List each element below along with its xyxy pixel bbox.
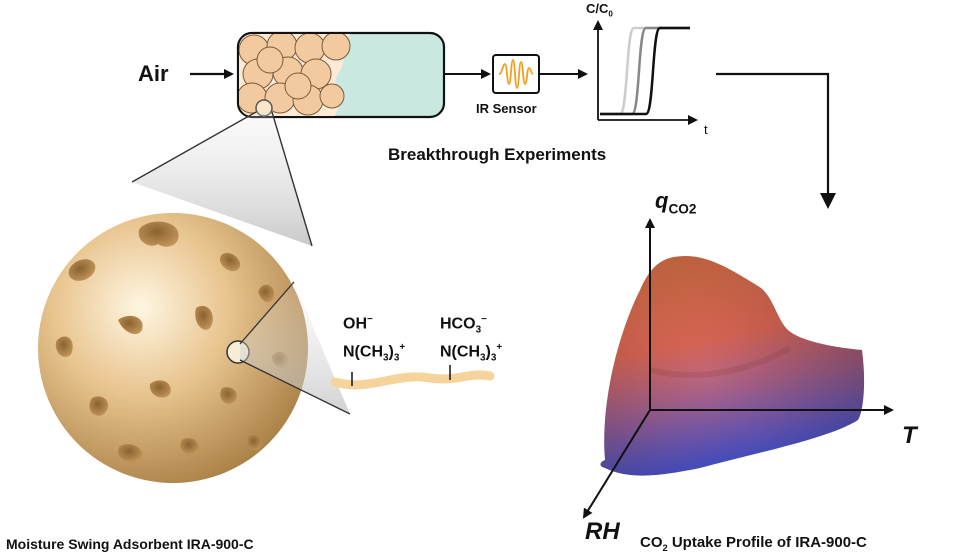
hco3-label: HCO3− xyxy=(440,314,487,336)
rh-axis-label: RH xyxy=(585,518,620,545)
zoom-cone xyxy=(131,111,313,247)
curve-light xyxy=(600,26,690,116)
bottom-right-caption: CO2 Uptake Profile of IRA-900-C xyxy=(640,534,867,553)
uptake-surface-plot xyxy=(582,218,894,519)
oh-label: OH− xyxy=(343,314,373,333)
air-label: Air xyxy=(138,61,169,86)
polymer-chain xyxy=(330,365,495,390)
curve-mid xyxy=(600,26,690,116)
breakthrough-plot xyxy=(593,20,698,125)
t-axis-label: T xyxy=(902,422,917,449)
packed-beads xyxy=(239,34,351,116)
surface-zoom-cone xyxy=(239,281,351,415)
adsorption-column xyxy=(236,31,446,119)
plot-y-axis-label: C/C0 xyxy=(586,1,613,19)
curve-dark xyxy=(600,26,690,116)
to-uptake-plot-arrow xyxy=(716,72,836,209)
bottom-left-caption: Moisture Swing Adsorbent IRA-900-C xyxy=(6,536,254,552)
adsorbent-sphere xyxy=(38,213,308,483)
breakthrough-title: Breakthrough Experiments xyxy=(388,145,607,164)
plot-x-axis-label: t xyxy=(704,122,708,137)
amine-label-1: N(CH3)3+ xyxy=(343,342,406,364)
ir-sensor-box xyxy=(492,54,540,94)
sensor-wave xyxy=(498,59,534,89)
rh-axis xyxy=(582,409,651,519)
amine-label-2: N(CH3)3+ xyxy=(440,342,503,364)
ir-sensor-label: IR Sensor xyxy=(476,101,537,116)
q-co2-axis-label: qCO2 xyxy=(655,188,697,217)
